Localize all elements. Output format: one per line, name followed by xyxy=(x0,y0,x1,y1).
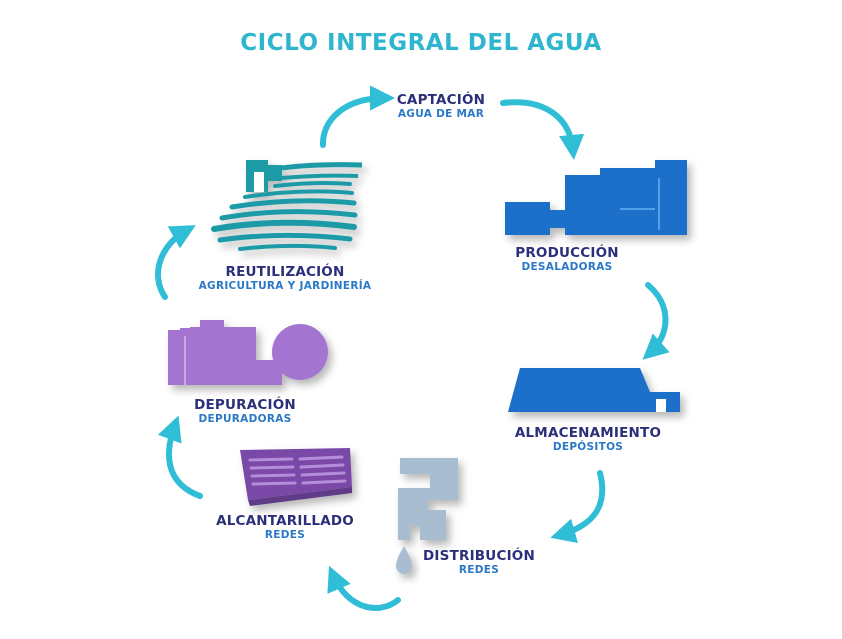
stage-produccion: PRODUCCIÓN DESALADORAS xyxy=(507,245,627,274)
stage-detail: AGUA DE MAR xyxy=(397,108,485,121)
stage-detail: AGRICULTURA Y JARDINERÍA xyxy=(198,280,372,293)
arrow-distribution-to-sewer xyxy=(327,565,401,611)
diagram-title: CICLO INTEGRAL DEL AGUA xyxy=(240,30,602,56)
stage-alcantarillado: ALCANTARILLADO REDES xyxy=(205,513,365,542)
stage-name: PRODUCCIÓN xyxy=(515,245,619,261)
arrow-intake-to-production xyxy=(500,99,585,161)
stage-almacenamiento: ALMACENAMIENTO DEPÓSITOS xyxy=(508,425,668,454)
stage-name: ALMACENAMIENTO xyxy=(514,425,662,441)
stage-distribucion: DISTRIBUCIÓN REDES xyxy=(414,548,544,577)
pipe-tap-icon xyxy=(396,458,458,574)
arrow-sewer-to-treatment xyxy=(157,415,203,499)
stage-name: CAPTACIÓN xyxy=(396,92,486,108)
stage-detail: DEPÓSITOS xyxy=(552,441,624,454)
desalination-plant-icon xyxy=(505,160,687,235)
stage-detail: DEPURADORAS xyxy=(198,413,292,426)
stage-detail: DESALADORAS xyxy=(521,261,613,274)
stage-detail: REDES xyxy=(458,564,500,577)
stage-name: DEPURACIÓN xyxy=(194,397,296,413)
sewer-grate-icon xyxy=(240,448,352,506)
irrigated-field-icon xyxy=(211,160,363,251)
stage-name: DISTRIBUCIÓN xyxy=(423,548,535,564)
stage-reutilizacion: REUTILIZACIÓN AGRICULTURA Y JARDINERÍA xyxy=(190,264,380,293)
stage-depuracion: DEPURACIÓN DEPURADORAS xyxy=(175,397,315,426)
stage-captacion: CAPTACIÓN AGUA DE MAR xyxy=(381,92,501,121)
arrow-storage-to-distribution xyxy=(550,470,606,543)
arrow-production-to-storage xyxy=(642,282,670,360)
cycle-arrows xyxy=(155,85,670,611)
stage-name: ALCANTARILLADO xyxy=(216,513,354,529)
stage-detail: REDES xyxy=(264,529,306,542)
stage-name: REUTILIZACIÓN xyxy=(225,264,345,280)
arrow-treatment-to-reuse xyxy=(155,225,196,300)
treatment-plant-icon xyxy=(168,320,328,385)
arrow-reuse-to-intake xyxy=(319,85,396,148)
storage-tank-icon xyxy=(508,368,680,412)
